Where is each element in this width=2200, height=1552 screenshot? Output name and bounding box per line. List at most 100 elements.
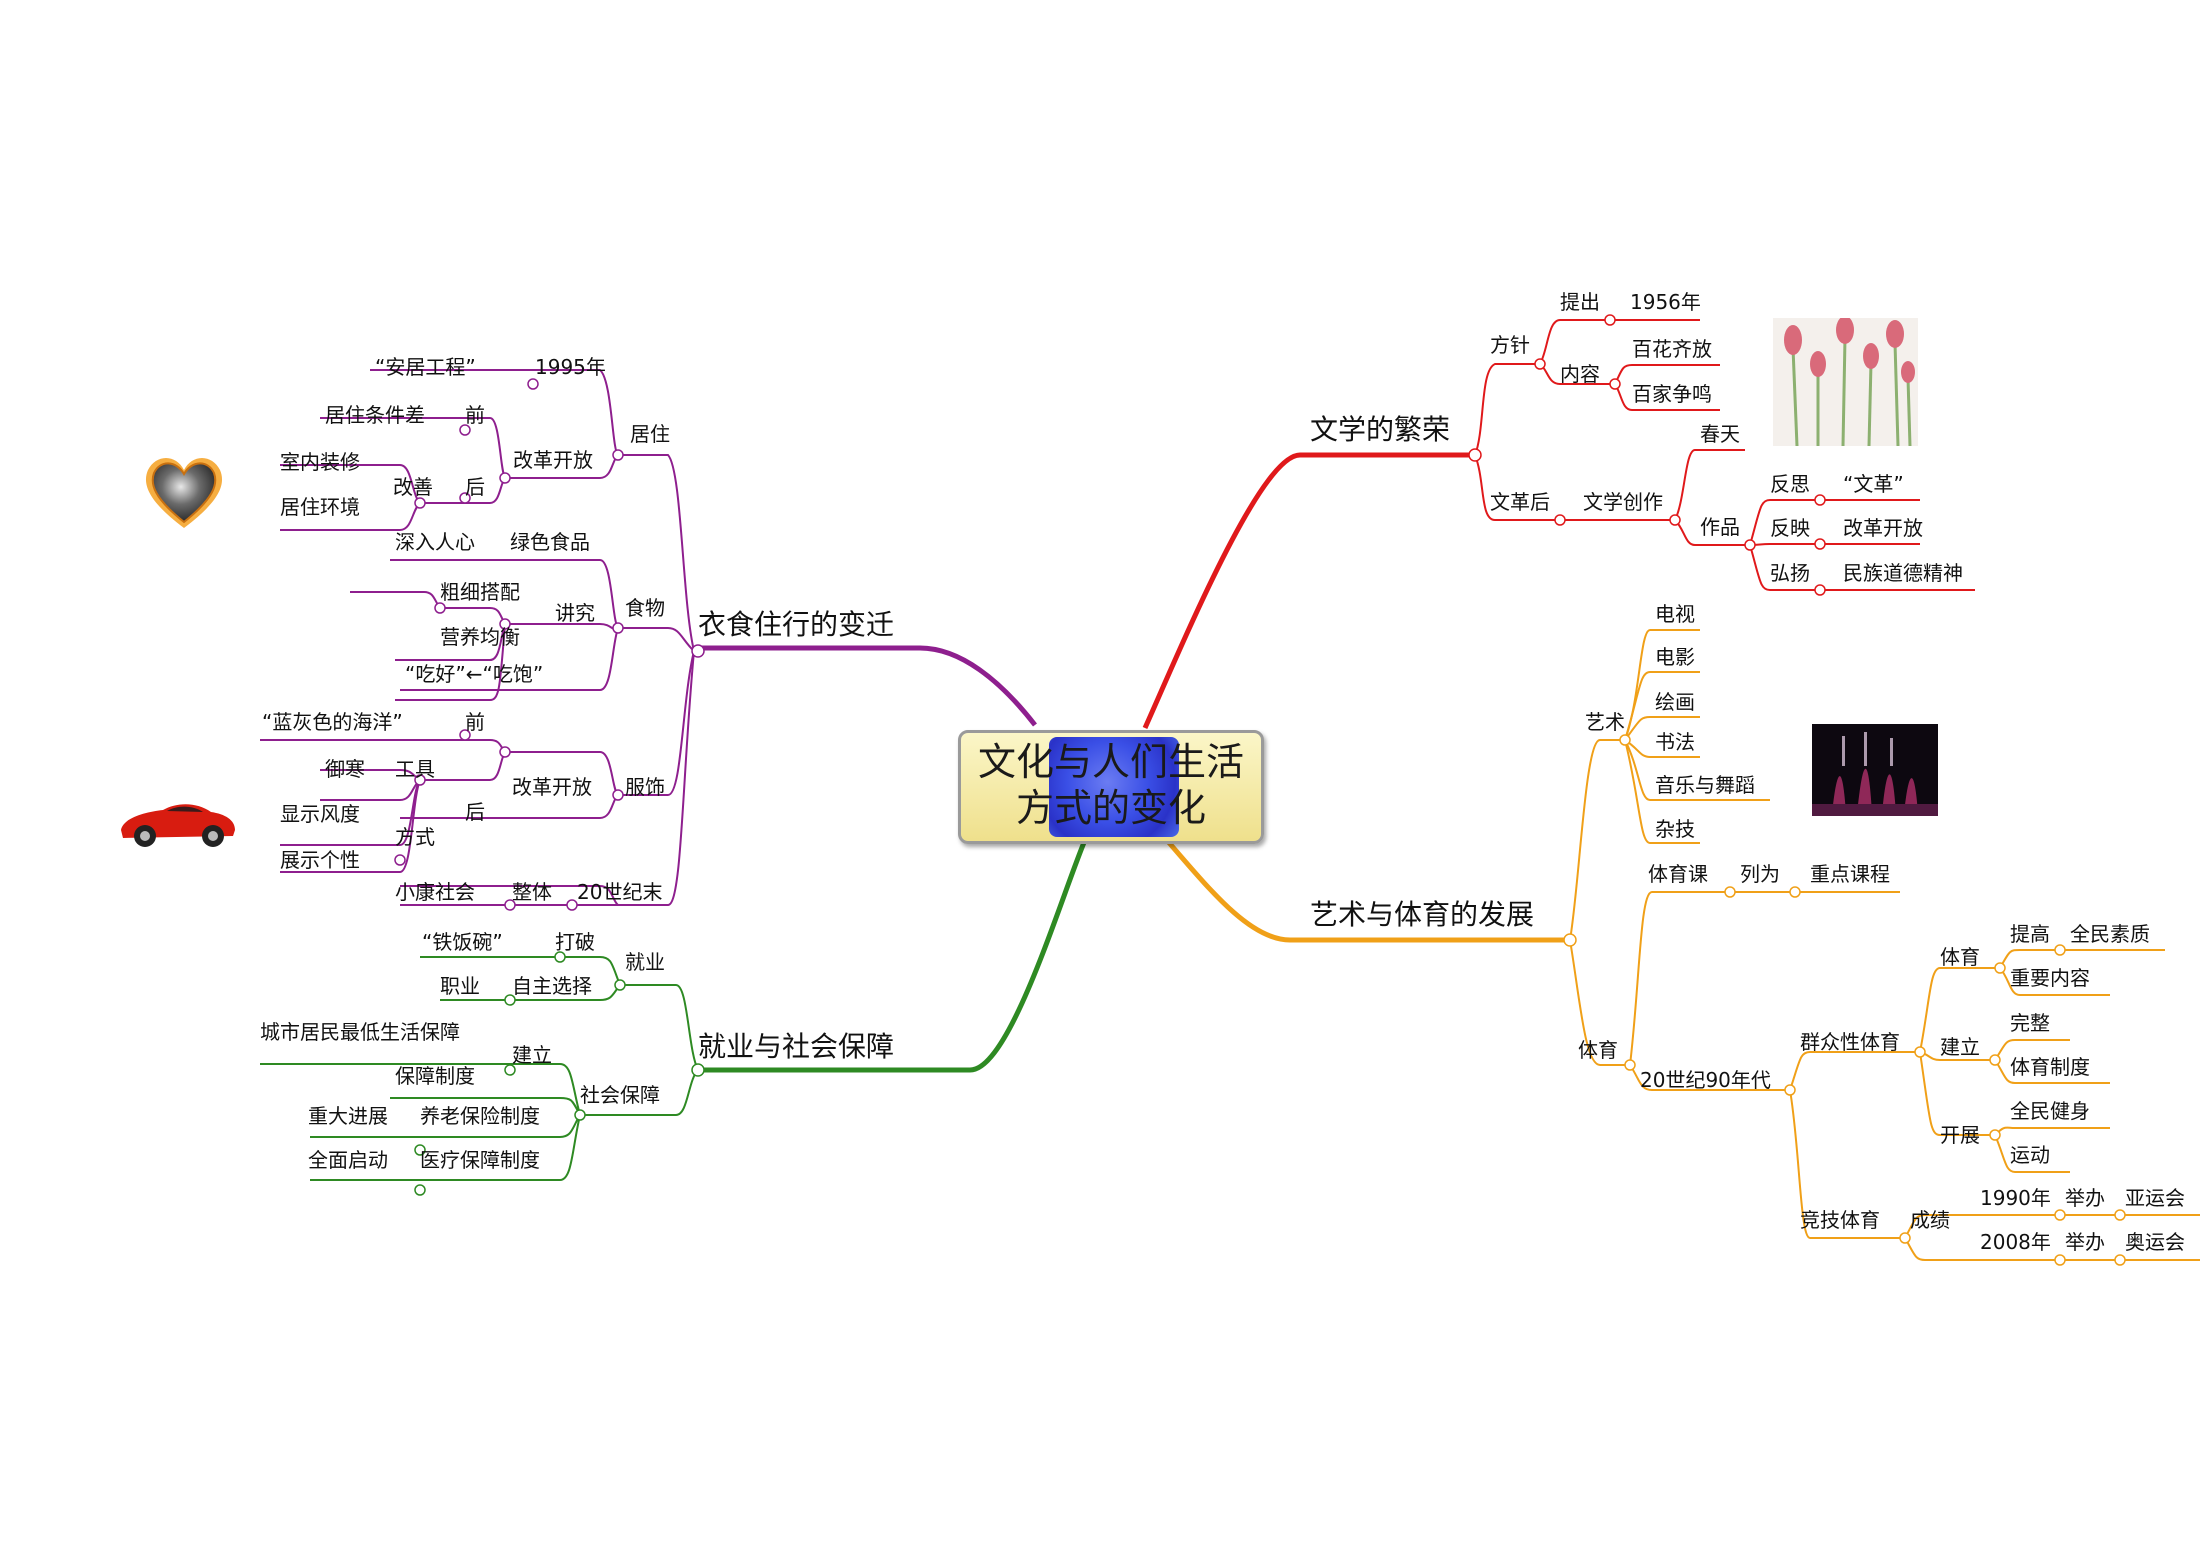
node-pension[interactable]: 养老保险制度 <box>420 1104 540 1128</box>
main-branch-arts <box>1163 836 1570 943</box>
node-year-1990[interactable]: 1990年 <box>1980 1186 2051 1210</box>
tulip-photo <box>1773 318 1918 446</box>
node-art[interactable]: 艺术 <box>1585 710 1625 734</box>
node-attention-item-2[interactable]: 营养均衡 <box>440 625 520 649</box>
node-result[interactable]: 成绩 <box>1910 1208 1950 1232</box>
node-food-shift[interactable]: “吃好”←“吃饱” <box>405 662 544 686</box>
node-pe-class[interactable]: 体育课 <box>1648 862 1708 886</box>
node-art-item-4[interactable]: 书法 <box>1655 730 1695 754</box>
central-topic[interactable]: 文化与人们生活 方式的变化 <box>958 730 1264 844</box>
node-compet[interactable]: 竞技体育 <box>1800 1208 1880 1232</box>
node-apparel[interactable]: 服饰 <box>625 775 665 799</box>
node-art-item-5[interactable]: 音乐与舞蹈 <box>1655 773 1755 797</box>
node-host-1[interactable]: 举办 <box>2065 1186 2105 1210</box>
node-pe-rank[interactable]: 列为 <box>1740 862 1780 886</box>
node-policy-item-2[interactable]: 百家争鸣 <box>1632 382 1712 406</box>
node-mass-build[interactable]: 建立 <box>1940 1035 1980 1059</box>
node-pe-key[interactable]: 重点课程 <box>1810 862 1890 886</box>
node-medical-text[interactable]: 全面启动 <box>308 1148 388 1172</box>
node-job-choose-text[interactable]: 职业 <box>440 974 480 998</box>
node-housing-project[interactable]: “安居工程” <box>375 355 476 379</box>
node-policy-content[interactable]: 内容 <box>1560 362 1600 386</box>
node-circles <box>394 314 2126 1266</box>
node-promote[interactable]: 弘扬 <box>1770 561 1810 585</box>
node-green-food[interactable]: 绿色食品 <box>510 530 590 554</box>
node-housing-reform[interactable]: 改革开放 <box>513 448 593 472</box>
node-olympics[interactable]: 奥运会 <box>2125 1230 2185 1254</box>
node-deep[interactable]: 深入人心 <box>395 530 475 554</box>
node-housing-improve[interactable]: 改善 <box>393 475 433 499</box>
node-movement[interactable]: 运动 <box>2010 1143 2050 1167</box>
node-pension-text[interactable]: 重大进展 <box>308 1104 388 1128</box>
node-way-item-1[interactable]: 显示风度 <box>280 802 360 826</box>
node-year-2008[interactable]: 2008年 <box>1980 1230 2051 1254</box>
node-improve-item-2[interactable]: 居住环境 <box>280 495 360 519</box>
node-job-choose[interactable]: 自主选择 <box>512 974 592 998</box>
node-housing-before-text[interactable]: 居住条件差 <box>325 403 425 427</box>
node-policy-item-1[interactable]: 百花齐放 <box>1632 337 1712 361</box>
node-end-century[interactable]: 20世纪末 <box>577 880 663 904</box>
node-job[interactable]: 就业 <box>625 950 665 974</box>
node-sports[interactable]: 体育 <box>1578 1038 1618 1062</box>
node-food[interactable]: 食物 <box>625 596 665 620</box>
node-host-2[interactable]: 举办 <box>2065 1230 2105 1254</box>
node-job-break[interactable]: 打破 <box>555 930 595 954</box>
node-housing-before[interactable]: 前 <box>465 403 485 427</box>
branch-title-arts[interactable]: 艺术与体育的发展 <box>1310 898 1535 931</box>
branch-title-literature[interactable]: 文学的繁荣 <box>1310 413 1451 446</box>
node-build-item-2[interactable]: 保障制度 <box>395 1064 475 1088</box>
node-nineties[interactable]: 20世纪90年代 <box>1640 1068 1771 1092</box>
node-mass-pe[interactable]: 体育 <box>1940 945 1980 969</box>
node-asian-games[interactable]: 亚运会 <box>2125 1186 2185 1210</box>
node-whole-text[interactable]: 小康社会 <box>395 880 475 904</box>
node-apparel-tool-text[interactable]: 御寒 <box>325 757 365 781</box>
node-housing[interactable]: 居住 <box>630 422 670 446</box>
node-security[interactable]: 社会保障 <box>580 1083 660 1107</box>
node-housing-after[interactable]: 后 <box>465 475 485 499</box>
node-policy-propose[interactable]: 提出 <box>1560 290 1600 314</box>
node-apparel-reform[interactable]: 改革开放 <box>512 775 592 799</box>
node-mirror-text[interactable]: 改革开放 <box>1843 516 1923 540</box>
node-art-item-2[interactable]: 电影 <box>1655 645 1695 669</box>
node-apparel-tool[interactable]: 工具 <box>395 757 435 781</box>
node-whole[interactable]: 整体 <box>512 880 552 904</box>
node-system[interactable]: 体育制度 <box>2010 1055 2090 1079</box>
node-apparel-after[interactable]: 后 <box>465 800 485 824</box>
node-reflect[interactable]: 反思 <box>1770 472 1810 496</box>
node-way-item-2[interactable]: 展示个性 <box>280 848 360 872</box>
node-quality[interactable]: 全民素质 <box>2070 922 2150 946</box>
node-promote-text[interactable]: 民族道德精神 <box>1843 561 1963 585</box>
node-reflect-text[interactable]: “文革” <box>1843 472 1904 496</box>
node-complete[interactable]: 完整 <box>2010 1011 2050 1035</box>
branch-title-employment[interactable]: 就业与社会保障 <box>698 1030 895 1063</box>
node-works[interactable]: 作品 <box>1700 515 1740 539</box>
node-attention[interactable]: 讲究 <box>555 601 595 625</box>
node-art-item-6[interactable]: 杂技 <box>1655 817 1695 841</box>
node-mass-sports[interactable]: 群众性体育 <box>1800 1030 1900 1054</box>
branch-title-clothing[interactable]: 衣食住行的变迁 <box>698 608 895 641</box>
node-policy[interactable]: 方针 <box>1490 333 1530 357</box>
node-mirror[interactable]: 反映 <box>1770 516 1810 540</box>
node-improve-item-1[interactable]: 室内装修 <box>280 450 360 474</box>
main-branch-literature <box>1142 452 1475 730</box>
node-apparel-way[interactable]: 方式 <box>395 825 435 849</box>
node-art-item-1[interactable]: 电视 <box>1655 602 1695 626</box>
node-carry[interactable]: 开展 <box>1940 1123 1980 1147</box>
node-security-build[interactable]: 建立 <box>512 1043 552 1067</box>
node-housing-year[interactable]: 1995年 <box>535 355 606 379</box>
node-policy-year[interactable]: 1956年 <box>1630 290 1701 314</box>
node-creation[interactable]: 文学创作 <box>1583 490 1663 514</box>
node-medical[interactable]: 医疗保障制度 <box>420 1148 540 1172</box>
node-job-break-text[interactable]: “铁饭碗” <box>422 930 503 954</box>
node-after-cr[interactable]: 文革后 <box>1490 490 1550 514</box>
node-attention-item-1[interactable]: 粗细搭配 <box>440 580 520 604</box>
node-raise[interactable]: 提高 <box>2010 922 2050 946</box>
node-important[interactable]: 重要内容 <box>2010 966 2090 990</box>
node-build-item-1[interactable]: 城市居民最低生活保障 <box>260 1020 460 1044</box>
node-apparel-before[interactable]: 前 <box>465 710 485 734</box>
node-art-item-3[interactable]: 绘画 <box>1655 690 1695 714</box>
node-apparel-before-text[interactable]: “蓝灰色的海洋” <box>262 710 403 734</box>
node-spring[interactable]: 春天 <box>1700 422 1740 446</box>
node-fitness[interactable]: 全民健身 <box>2010 1099 2090 1123</box>
